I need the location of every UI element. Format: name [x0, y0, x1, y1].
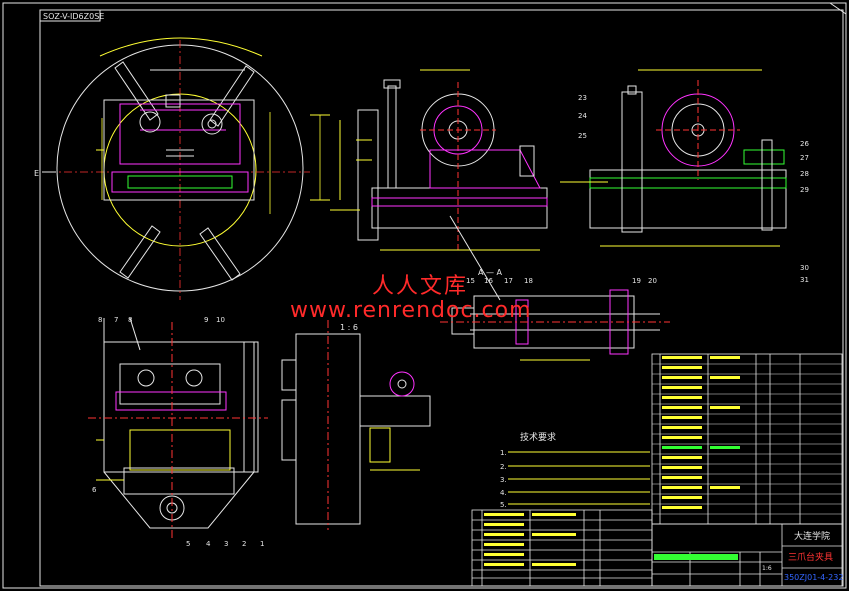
svg-text:30: 30 — [800, 264, 809, 272]
svg-text:18: 18 — [524, 277, 533, 285]
svg-text:26: 26 — [800, 140, 809, 148]
svg-text:3.: 3. — [500, 476, 507, 484]
svg-text:1: 1 — [260, 540, 264, 548]
svg-text:1.: 1. — [500, 449, 507, 457]
svg-text:7: 7 — [114, 316, 118, 324]
svg-text:25: 25 — [578, 132, 587, 140]
svg-text:2: 2 — [242, 540, 246, 548]
svg-text:19: 19 — [632, 277, 641, 285]
title-block — [651, 523, 843, 587]
svg-text:23: 23 — [578, 94, 587, 102]
section-label: A — A — [478, 268, 503, 277]
bottom-balloons: 1 2 3 4 5 6 — [92, 486, 264, 548]
svg-text:5: 5 — [186, 540, 190, 548]
svg-text:8: 8 — [98, 316, 102, 324]
svg-text:5.: 5. — [500, 501, 507, 509]
svg-text:27: 27 — [800, 154, 809, 162]
svg-text:8: 8 — [128, 316, 132, 324]
svg-text:9: 9 — [204, 316, 208, 324]
parts-list-lower-fill — [484, 513, 576, 566]
svg-text:24: 24 — [578, 112, 587, 120]
top-balloons: 8 7 8 9 10 — [98, 316, 225, 324]
top-left-view: E — [34, 37, 330, 300]
right-view-balloons: 23 24 25 26 27 28 29 30 31 — [578, 94, 809, 284]
svg-text:29: 29 — [800, 186, 809, 194]
svg-text:17: 17 — [504, 277, 513, 285]
svg-text:31: 31 — [800, 276, 809, 284]
parts-list-fill — [662, 356, 740, 509]
bottom-middle-view — [281, 320, 431, 530]
watermark-url: www.renrendoc.com — [290, 298, 532, 323]
parts-list-rows — [652, 363, 842, 515]
section-aa: A — A — [440, 268, 670, 361]
svg-text:16: 16 — [484, 277, 493, 285]
top-middle-view — [330, 69, 548, 301]
drawing-border — [39, 9, 844, 587]
svg-text:2.: 2. — [500, 463, 507, 471]
drawing-number-top: SOZ-V-ID6Z0SE — [43, 12, 104, 21]
view-label-e: E — [34, 169, 39, 178]
title-block-scale: 1:6 — [762, 565, 772, 572]
title-block-band — [654, 554, 738, 560]
parts-list-lower — [471, 509, 653, 587]
svg-text:4: 4 — [206, 540, 211, 548]
svg-text:10: 10 — [216, 316, 225, 324]
svg-text:4.: 4. — [500, 489, 507, 497]
svg-text:20: 20 — [648, 277, 657, 285]
bottom-left-view — [88, 317, 268, 540]
scale-label: 1 : 6 — [340, 323, 358, 332]
school-name: 大连学院 — [794, 530, 830, 542]
svg-text:15: 15 — [466, 277, 475, 285]
drawing-number: 350ZJ01-4-232 — [784, 573, 843, 582]
aa-balloons: 15 16 17 18 19 20 — [466, 277, 657, 285]
svg-text:技术要求: 技术要求 — [520, 431, 556, 443]
svg-text:6: 6 — [92, 486, 97, 494]
svg-text:28: 28 — [800, 170, 809, 178]
watermark-cn: 人人文库 — [372, 274, 469, 299]
technical-notes: 技术要求 1. 2. 3. 4. 5. — [500, 431, 650, 509]
drawing-title: 三爪台夹具 — [788, 551, 833, 563]
svg-text:3: 3 — [224, 540, 228, 548]
top-right-view — [560, 69, 787, 247]
